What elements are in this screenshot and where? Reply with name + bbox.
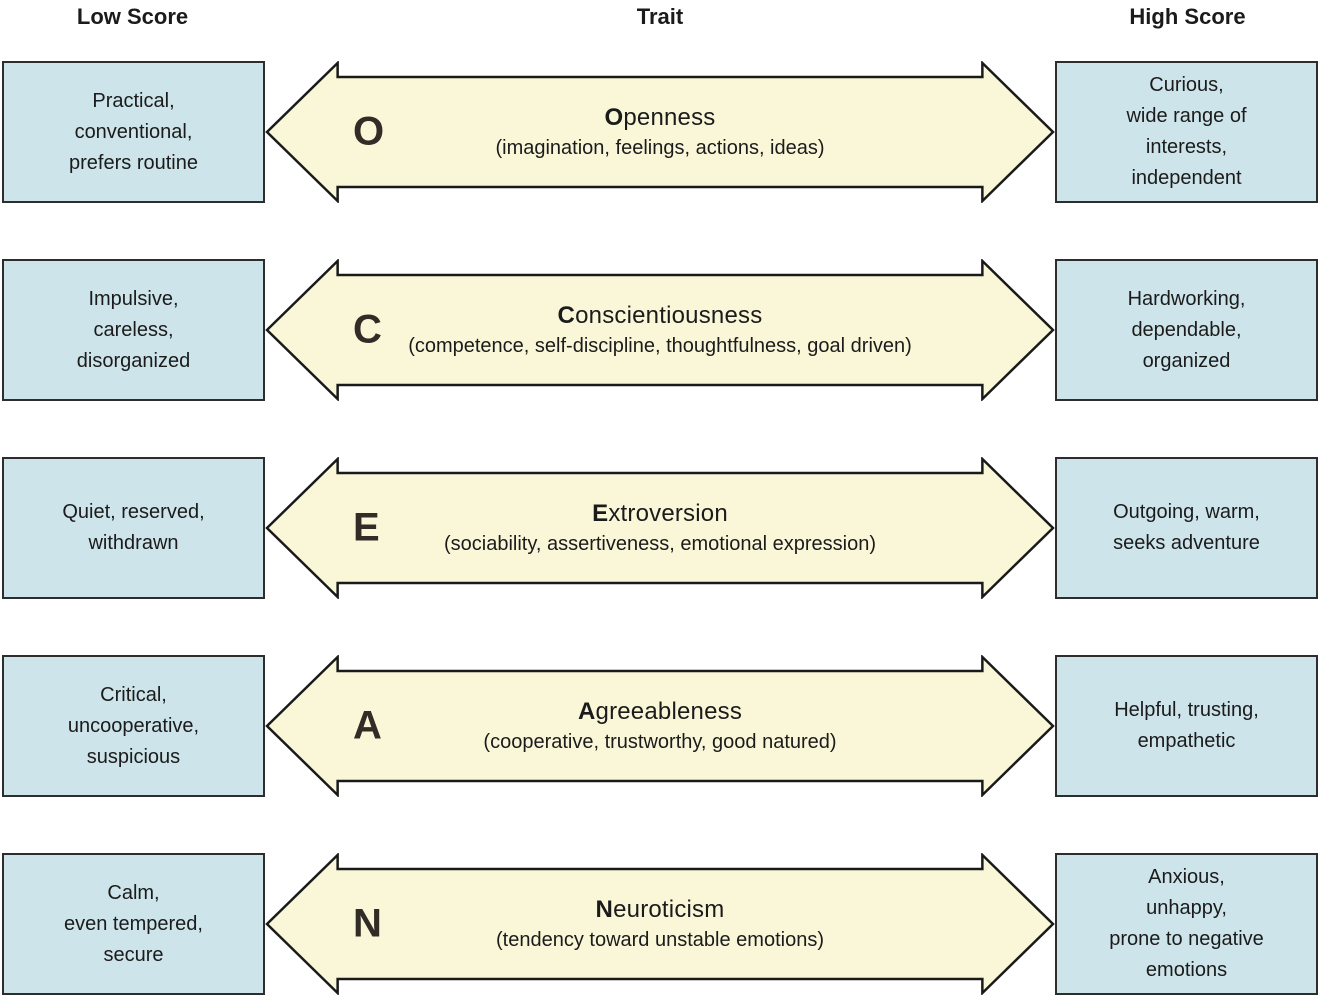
high-score-box: Hardworking, dependable, organized <box>1055 259 1318 401</box>
trait-row-conscientiousness: Impulsive, careless, disorganized C Cons… <box>0 259 1320 401</box>
low-score-header: Low Score <box>76 4 189 29</box>
trait-letter: A <box>353 703 382 748</box>
trait-text-block: Conscientiousness (competence, self-disc… <box>408 302 912 358</box>
trait-name: Neuroticism <box>595 896 725 923</box>
low-score-box: Quiet, reserved, withdrawn <box>2 457 265 599</box>
trait-text-block: Openness (imagination, feelings, actions… <box>495 104 824 160</box>
trait-name: Agreeableness <box>577 698 743 725</box>
trait-rows: Practical, conventional, prefers routine… <box>0 61 1320 995</box>
high-score-box: Outgoing, warm, seeks adventure <box>1055 457 1318 599</box>
trait-arrow-cell: E Extroversion (sociability, assertivene… <box>265 457 1055 599</box>
trait-facets: (imagination, feelings, actions, ideas) <box>495 137 825 159</box>
trait-row-openness: Practical, conventional, prefers routine… <box>0 61 1320 203</box>
trait-letter: E <box>353 505 380 550</box>
high-score-box: Helpful, trusting, empathetic <box>1055 655 1318 797</box>
double-arrow-icon <box>265 853 1055 995</box>
trait-row-extroversion: Quiet, reserved, withdrawn E Extroversio… <box>0 457 1320 599</box>
high-score-header: High Score <box>1129 4 1246 29</box>
high-score-box: Curious, wide range of interests, indepe… <box>1055 61 1318 203</box>
trait-text-block: Neuroticism (tendency toward unstable em… <box>496 896 824 952</box>
double-arrow-icon <box>265 61 1055 203</box>
high-score-box: Anxious, unhappy, prone to negative emot… <box>1055 853 1318 995</box>
trait-facets: (competence, self-discipline, thoughtful… <box>408 335 912 357</box>
trait-row-agreeableness: Critical, uncooperative, suspicious A Ag… <box>0 655 1320 797</box>
trait-facets: (tendency toward unstable emotions) <box>496 929 824 951</box>
trait-arrow-cell: A Agreeableness (cooperative, trustworth… <box>265 655 1055 797</box>
trait-letter: N <box>353 901 382 946</box>
trait-text-block: Agreeableness (cooperative, trustworthy,… <box>483 698 836 754</box>
low-score-box: Critical, uncooperative, suspicious <box>2 655 265 797</box>
low-score-box: Impulsive, careless, disorganized <box>2 259 265 401</box>
trait-facets: (cooperative, trustworthy, good natured) <box>483 731 837 753</box>
double-arrow-icon <box>265 655 1055 797</box>
trait-facets: (sociability, assertiveness, emotional e… <box>443 533 877 555</box>
trait-arrow-cell: O Openness (imagination, feelings, actio… <box>265 61 1055 203</box>
trait-letter: C <box>353 307 382 352</box>
column-headers: Low Score Trait High Score <box>0 0 1320 61</box>
trait-letter: O <box>353 109 385 154</box>
trait-row-neuroticism: Calm, even tempered, secure N Neuroticis… <box>0 853 1320 995</box>
double-arrow-icon <box>265 259 1055 401</box>
double-arrow-icon <box>265 457 1055 599</box>
trait-text-block: Extroversion (sociability, assertiveness… <box>444 500 876 556</box>
low-score-box: Practical, conventional, prefers routine <box>2 61 265 203</box>
trait-name: Conscientiousness <box>557 302 763 329</box>
trait-name: Openness <box>604 104 716 131</box>
trait-name: Extroversion <box>592 500 728 527</box>
trait-arrow-cell: N Neuroticism (tendency toward unstable … <box>265 853 1055 995</box>
low-score-box: Calm, even tempered, secure <box>2 853 265 995</box>
trait-arrow-cell: C Conscientiousness (competence, self-di… <box>265 259 1055 401</box>
trait-header: Trait <box>636 4 684 29</box>
